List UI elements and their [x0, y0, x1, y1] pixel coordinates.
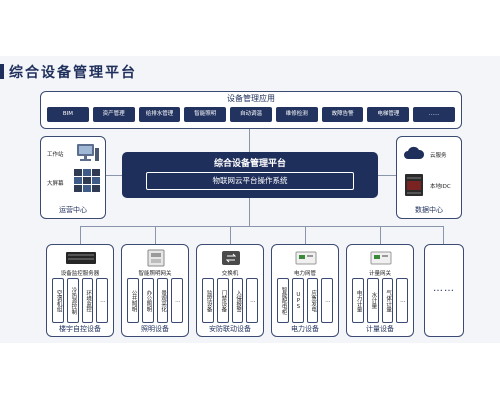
connector-drop — [380, 226, 381, 244]
operations-center-panel: 工作站 大屏幕 运营中心 — [40, 136, 106, 219]
big-screen-label: 大屏幕 — [47, 181, 64, 187]
data-center-panel: 云服务 本地IDC 数据中心 — [396, 136, 462, 219]
switch-icon — [222, 251, 240, 265]
lighting-gateway-icon — [147, 249, 165, 267]
app-item-more: …… — [413, 107, 456, 122]
cloud-icon — [404, 146, 425, 159]
connector-app-core — [249, 129, 250, 152]
subsystem-item: 冷热源控制 — [66, 278, 79, 323]
subsystem-items: 监控设备 门禁设备 入侵报警 … — [202, 278, 258, 323]
subsystem-power: 电力网管 智能配电柜 UPS 应急发电 … 电力设备 — [271, 244, 339, 337]
subsystem-item: … — [171, 278, 183, 323]
subsystem-item: 水计量 — [366, 278, 379, 323]
subsystem-device-label: 计量网关 — [368, 271, 391, 277]
subsystem-device-label: 交换机 — [221, 271, 239, 277]
subsystem-lighting: 智能照明网关 公共照明 办公照明 景观亮化 … 照明设备 — [121, 244, 189, 337]
metering-gateway-icon — [370, 251, 392, 265]
subsystem-item: … — [96, 278, 108, 323]
subsystem-item: 办公照明 — [141, 278, 154, 323]
title-accent-bar — [0, 64, 4, 79]
more-subsystems-panel: …… — [424, 244, 464, 337]
connector-drop — [155, 226, 156, 244]
subsystem-caption: 照明设备 — [141, 325, 169, 333]
app-item-elevator: 电梯管理 — [367, 107, 410, 122]
subsystem-security: 交换机 监控设备 门禁设备 入侵报警 … 安防联动设备 — [196, 244, 264, 337]
subsystem-items: 电力计量 水计量 气体计量 … — [352, 278, 408, 323]
app-layer-panel: 设备管理应用 BIM 资产管理 给排水管理 智能照明 自动调温 维修检测 故障告… — [40, 91, 462, 129]
connector-drop — [443, 226, 444, 244]
subsystem-item: … — [246, 278, 258, 323]
connector-core-right — [378, 175, 396, 176]
power-gateway-icon — [295, 251, 317, 265]
subsystem-device-label: 智能照明网关 — [138, 271, 172, 277]
subsystem-metering: 计量网关 电力计量 水计量 气体计量 … 计量设备 — [346, 244, 414, 337]
subsystem-item: 智能配电柜 — [277, 278, 289, 323]
data-center-caption: 数据中心 — [415, 206, 443, 214]
subsystem-item: UPS — [291, 278, 304, 323]
core-platform-box: 综合设备管理平台 物联网云平台操作系统 — [122, 152, 378, 198]
local-idc-label: 本地IDC — [430, 184, 451, 190]
subsystem-item: … — [321, 278, 333, 323]
app-item-lighting: 智能照明 — [184, 107, 227, 122]
app-item-alarm: 故障告警 — [321, 107, 364, 122]
operations-center-caption: 运营中心 — [59, 206, 87, 214]
subsystem-item: 景观亮化 — [156, 278, 169, 323]
app-item-assets: 资产管理 — [92, 107, 135, 122]
connector-drop — [80, 226, 81, 244]
video-wall-icon — [74, 169, 100, 192]
subsystem-items: 空调机组 冷热源控制 环境监控 … — [52, 278, 108, 323]
subsystem-item: 空调机组 — [52, 278, 64, 323]
page-title: 综合设备管理平台 — [9, 65, 137, 81]
workstation-icon — [77, 144, 99, 161]
subsystem-item: 监控设备 — [202, 278, 214, 323]
subsystem-caption: 计量设备 — [366, 325, 394, 333]
app-layer-title: 设备管理应用 — [227, 94, 275, 103]
app-layer-items: BIM 资产管理 给排水管理 智能照明 自动调温 维修检测 故障告警 电梯管理 … — [47, 107, 456, 122]
subsystem-item: 气体计量 — [381, 278, 394, 323]
connector-drop — [305, 226, 306, 244]
subsystem-item: 环境监控 — [81, 278, 94, 323]
subsystem-item: 电力计量 — [352, 278, 364, 323]
workstation-label: 工作站 — [47, 152, 64, 158]
app-item-bim: BIM — [47, 107, 89, 122]
subsystem-item: 公共照明 — [127, 278, 139, 323]
app-item-temperature: 自动调温 — [230, 107, 272, 122]
subsystem-device-label: 设备监控服务器 — [60, 271, 100, 277]
cloud-service-label: 云服务 — [430, 153, 447, 159]
connector-left-core — [106, 175, 122, 176]
connector-drop — [230, 226, 231, 244]
subsystem-device-label: 电力网管 — [293, 271, 316, 277]
subsystem-building-automation: 设备监控服务器 空调机组 冷热源控制 环境监控 … 楼宇自控设备 — [46, 244, 114, 337]
connector-core-bus — [249, 198, 250, 226]
subsystem-caption: 电力设备 — [291, 325, 319, 333]
app-item-water: 给排水管理 — [138, 107, 181, 122]
core-platform-os: 物联网云平台操作系统 — [146, 172, 354, 190]
more-subsystems-ellipsis: …… — [433, 283, 455, 294]
subsystem-item: 应急发电 — [306, 278, 319, 323]
subsystem-items: 公共照明 办公照明 景观亮化 … — [127, 278, 183, 323]
subsystem-caption: 楼宇自控设备 — [59, 325, 101, 333]
monitoring-server-icon — [66, 252, 96, 264]
subsystem-caption: 安防联动设备 — [209, 325, 251, 333]
subsystem-item: 入侵报警 — [231, 278, 244, 323]
subsystem-items: 智能配电柜 UPS 应急发电 … — [277, 278, 333, 323]
subsystem-item: … — [396, 278, 408, 323]
subsystem-item: 门禁设备 — [216, 278, 229, 323]
connector-bus — [80, 226, 444, 227]
app-item-maintenance: 维修检测 — [275, 107, 318, 122]
core-platform-title: 综合设备管理平台 — [213, 159, 286, 169]
server-icon — [405, 174, 423, 196]
